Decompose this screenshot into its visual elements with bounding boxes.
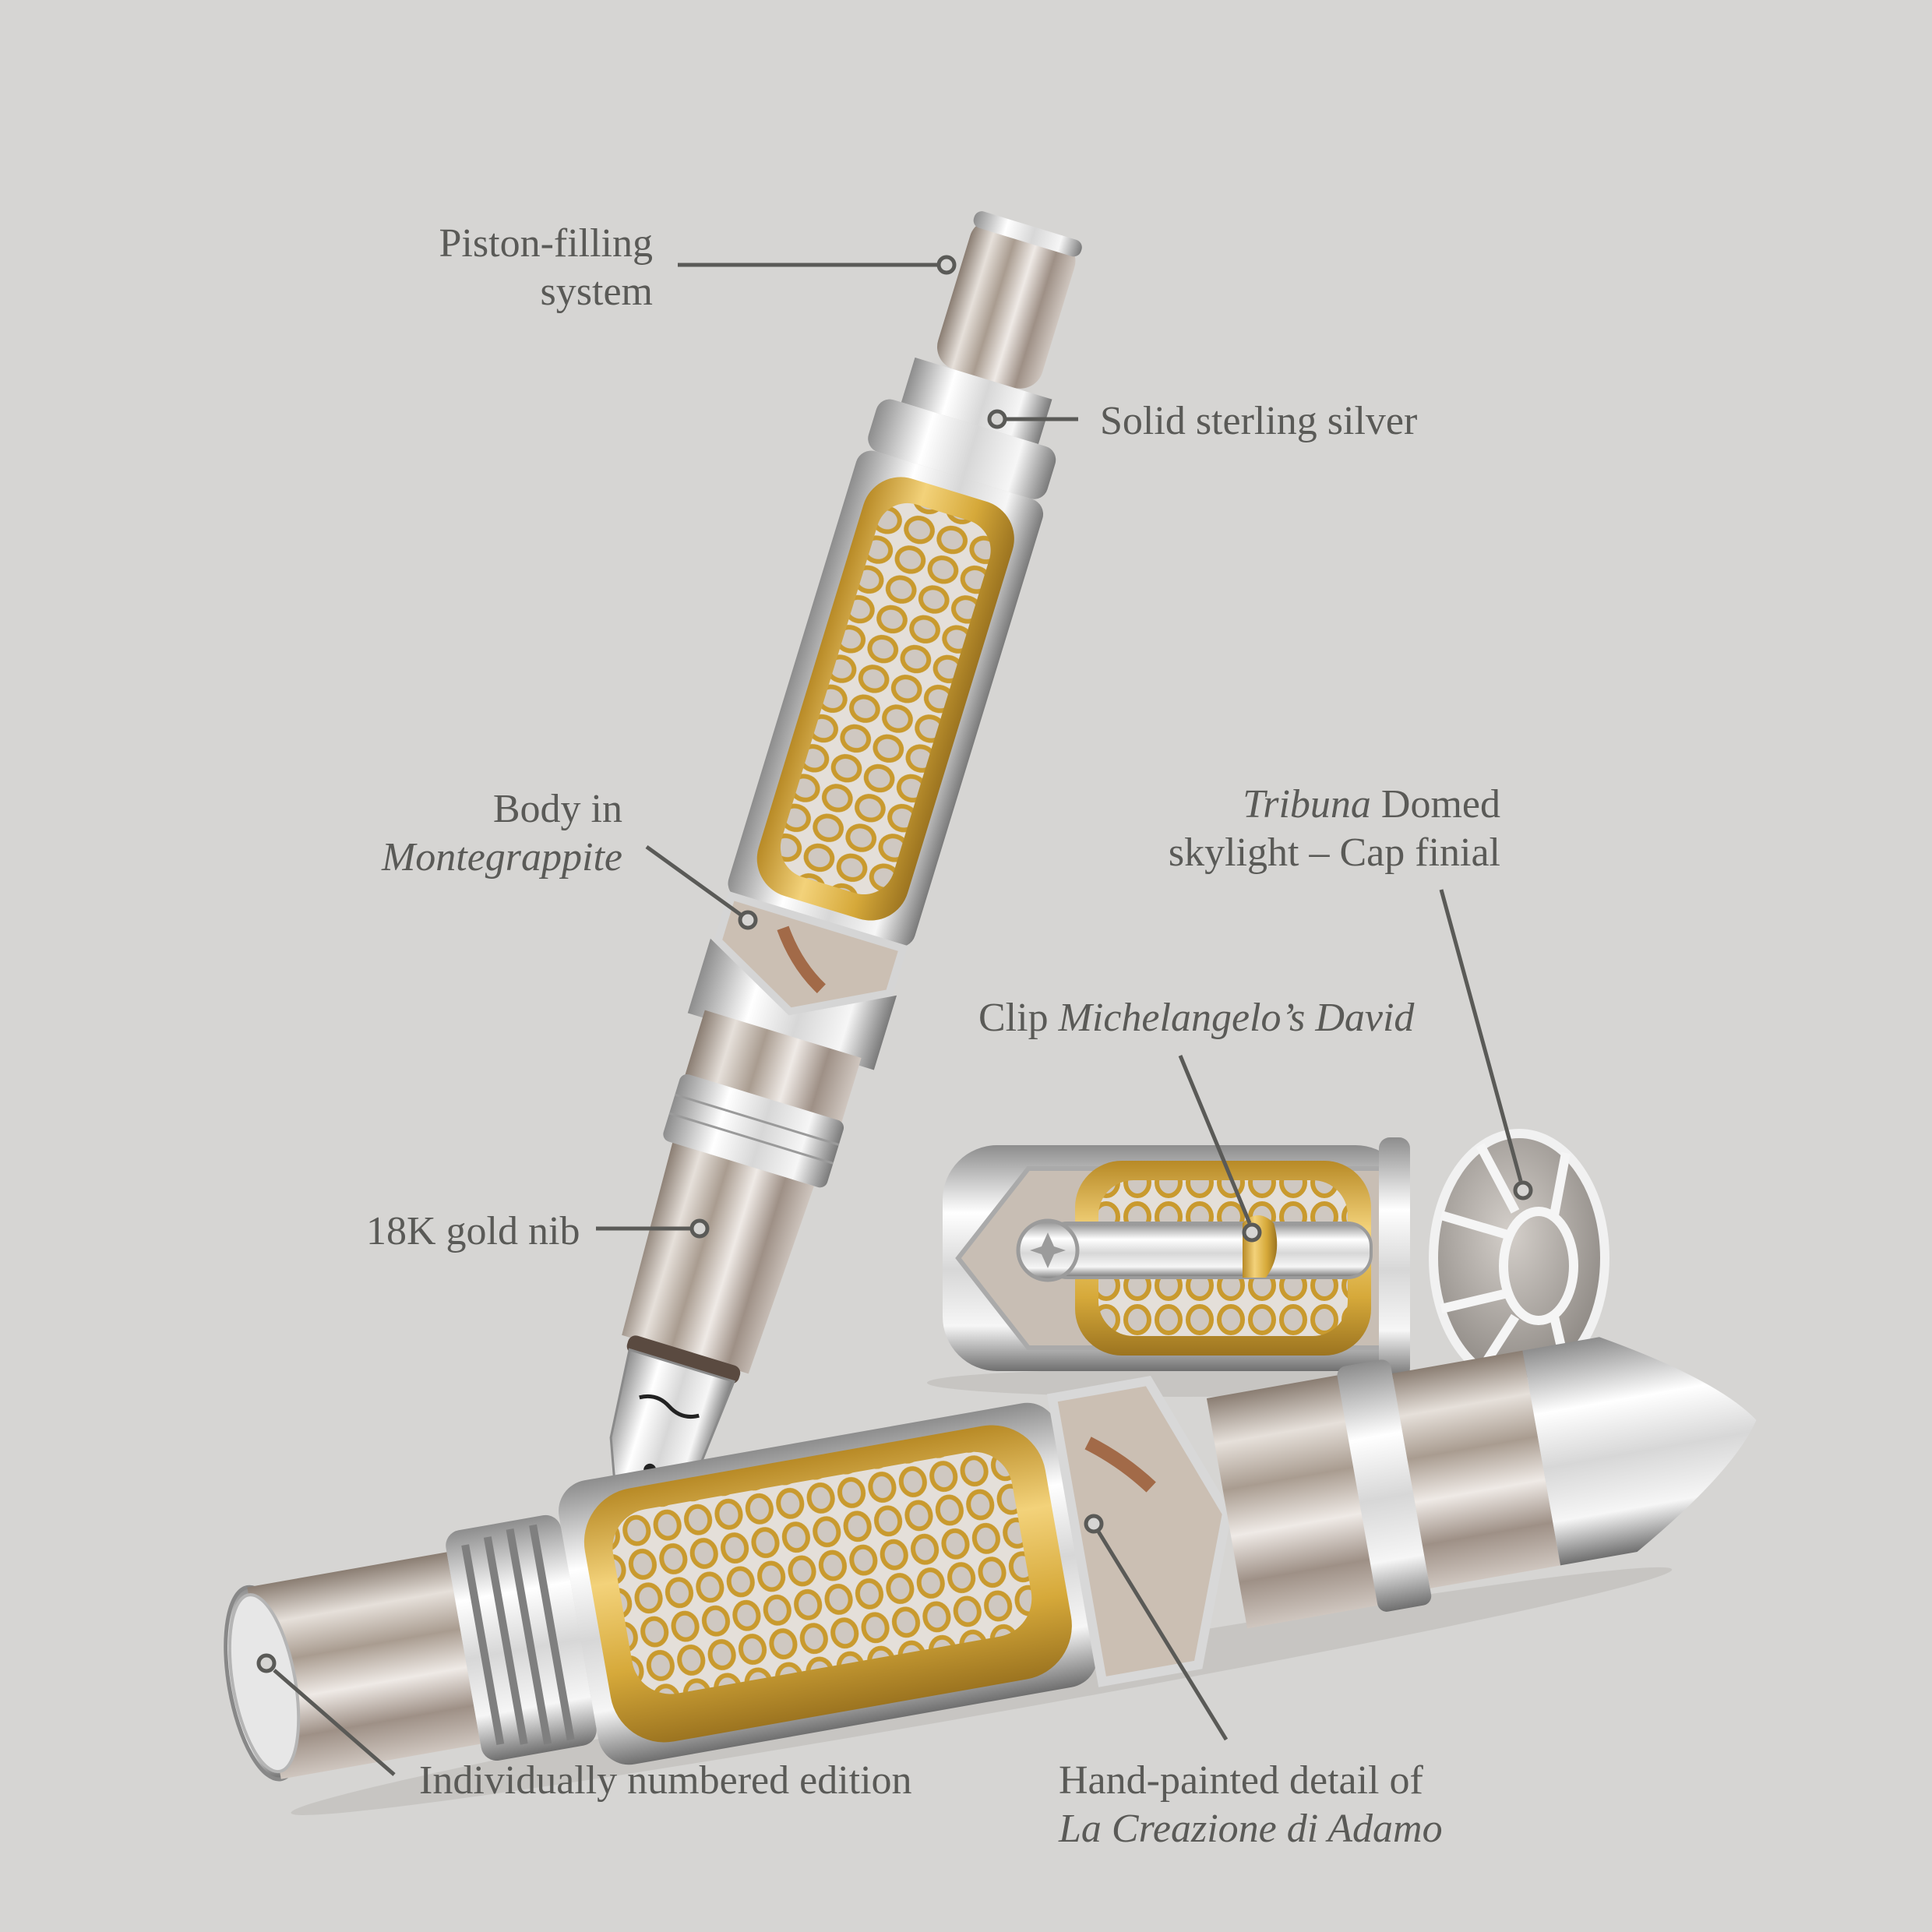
gold-nib-label: 18K gold nib	[366, 1209, 580, 1253]
cap-finial-label: Tribuna Domed skylight – Cap finial	[1168, 782, 1500, 875]
fountain-pen	[609, 211, 1082, 1567]
leader-lines	[256, 255, 1533, 1776]
numbered-edition-label: Individually numbered edition	[419, 1758, 912, 1803]
hand-painted-label: Hand-painted detail of La Creazione di A…	[1059, 1758, 1443, 1851]
clip-label: Clip Michelangelo’s David	[978, 996, 1415, 1040]
pen-cap	[927, 1129, 1609, 1397]
piston-filling-label: Piston-filling system	[439, 221, 653, 314]
body-material-label: Body in Montegrappite	[381, 787, 622, 880]
sterling-silver-label: Solid sterling silver	[1100, 399, 1418, 443]
rollerball-pen	[224, 1337, 1757, 1815]
